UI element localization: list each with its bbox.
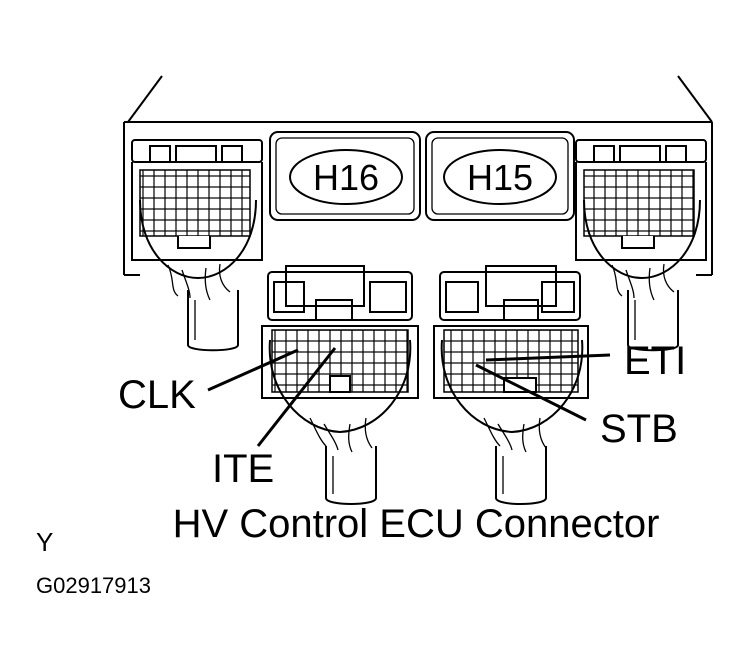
eti-leader <box>485 353 611 362</box>
stb-label: STB <box>600 407 678 451</box>
clk-leader <box>207 348 299 392</box>
stb-leader <box>475 363 587 422</box>
corner-mark: Y <box>36 527 53 557</box>
diagram-title: HV Control ECU Connector <box>173 502 660 546</box>
h15-plug <box>433 265 589 505</box>
figure-id: G02917913 <box>36 573 151 598</box>
right-upper-connector <box>575 139 707 352</box>
h16-label: H16 <box>313 157 379 198</box>
h15-label: H15 <box>467 157 533 198</box>
h15-port <box>425 131 575 221</box>
h16-port <box>269 131 421 221</box>
ite-leader <box>256 347 337 447</box>
clk-label: CLK <box>118 373 196 417</box>
left-upper-connector <box>131 139 263 352</box>
ite-label: ITE <box>212 447 274 491</box>
ecu-housing <box>123 75 713 276</box>
h16-plug <box>261 265 419 505</box>
eti-label: ETI <box>624 339 686 383</box>
